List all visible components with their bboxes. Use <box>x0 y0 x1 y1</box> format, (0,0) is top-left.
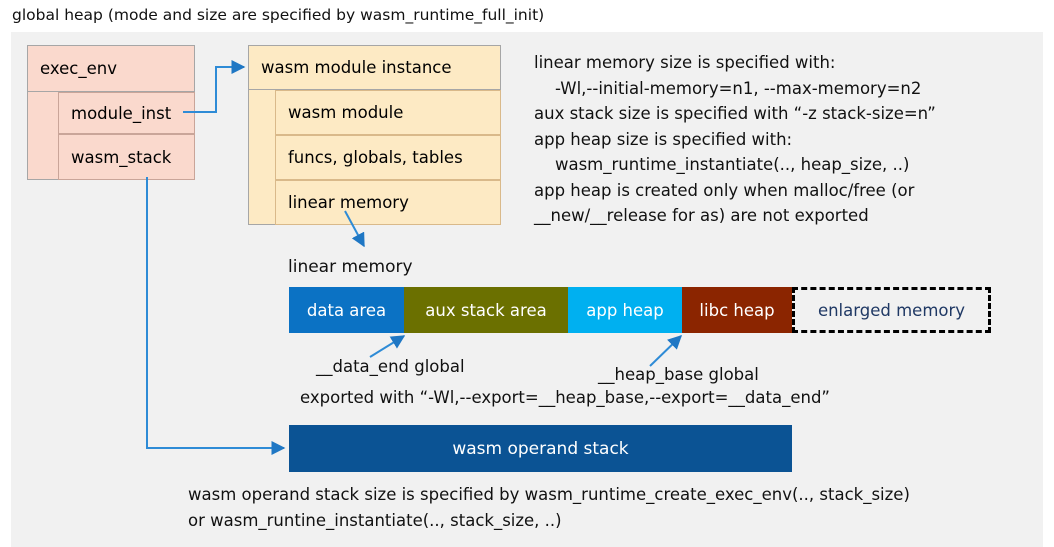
exec-env-title-label: exec_env <box>40 59 117 78</box>
memory-segment-label: app heap <box>586 300 664 320</box>
wasm-module-instance-title-label: wasm module instance <box>261 58 452 77</box>
wasm-operand-stack-bar: wasm operand stack <box>289 425 792 472</box>
exec-env-title: exec_env <box>27 45 195 92</box>
memory-segment-label: libc heap <box>699 300 775 320</box>
operand-stack-note: wasm operand stack size is specified by … <box>188 485 910 530</box>
module-instance-row-funcs-globals-tables: funcs, globals, tables <box>275 135 501 180</box>
annotation-heap-base: __heap_base global <box>598 365 759 384</box>
exec-env-field-wasm-stack: wasm_stack <box>58 134 195 180</box>
annotation-data-end: __data_end global <box>316 357 465 376</box>
wasm-module-instance-title: wasm module instance <box>248 45 501 90</box>
wasm-operand-stack-label: wasm operand stack <box>452 438 629 459</box>
memory-segment-app-heap: app heap <box>568 287 682 333</box>
module-instance-row-linear-memory: linear memory <box>275 180 501 225</box>
linear-memory-bar: data area aux stack area app heap libc heap… <box>289 287 991 333</box>
linear-memory-caption: linear memory <box>288 257 413 277</box>
page-title: global heap (mode and size are specified… <box>12 6 545 24</box>
module-instance-row-wasm-module: wasm module <box>275 90 501 135</box>
exec-env-field-module-inst: module_inst <box>58 92 195 134</box>
memory-segment-libc-heap: libc heap <box>682 287 792 333</box>
memory-segment-data-area: data area <box>289 287 404 333</box>
wasm-stack-label: wasm_stack <box>71 147 172 167</box>
memory-segment-enlarged-memory: enlarged memory <box>792 287 991 333</box>
annotation-exported-with: exported with “-Wl,--export=__heap_base,… <box>300 388 830 407</box>
memory-segment-label: data area <box>306 300 387 320</box>
funcs-globals-tables-label: funcs, globals, tables <box>288 148 463 167</box>
linear-memory-notes: linear memory size is specified with: -W… <box>534 53 936 225</box>
memory-segment-label: enlarged memory <box>817 300 966 320</box>
wasm-module-label: wasm module <box>288 103 404 122</box>
linear-memory-row-label: linear memory <box>288 193 409 212</box>
memory-segment-aux-stack-area: aux stack area <box>404 287 568 333</box>
memory-segment-label: aux stack area <box>425 300 547 320</box>
module-inst-label: module_inst <box>71 103 172 123</box>
